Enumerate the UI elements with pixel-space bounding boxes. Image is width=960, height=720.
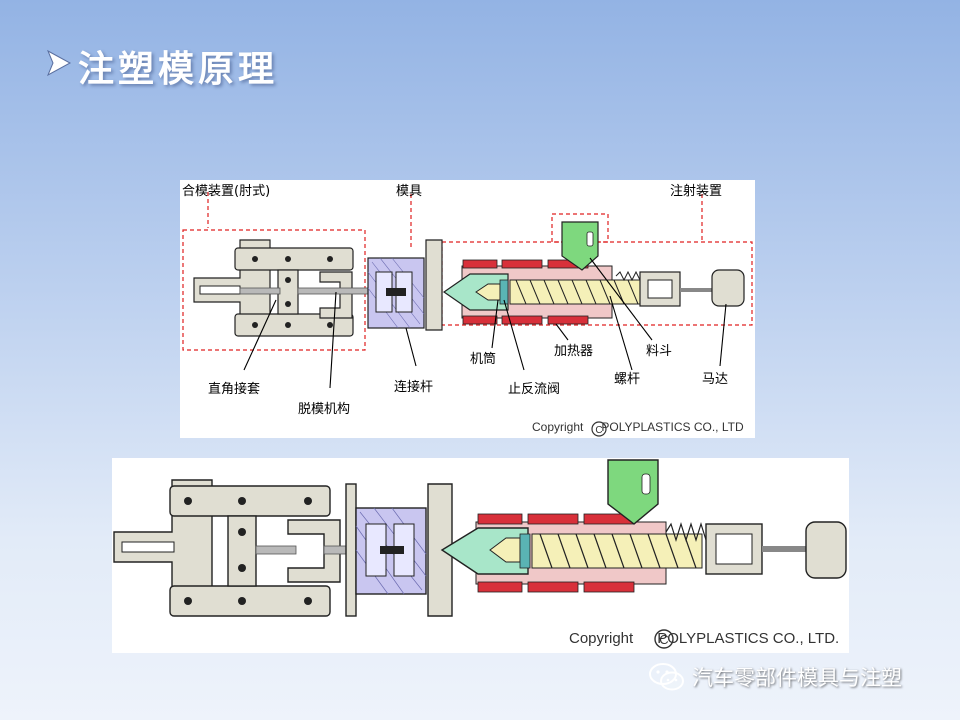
ejector-rod (297, 287, 369, 295)
label-tie-bar: 连接杆 (394, 380, 434, 395)
machine-diagram-top: C (182, 192, 753, 437)
label-ejector: 脱模机构 (298, 402, 351, 417)
machine-diagram-bottom: C (113, 459, 847, 649)
fixed-platen (425, 239, 443, 331)
motor (711, 269, 745, 307)
moving-platen (319, 271, 353, 319)
heater-band-1 (462, 259, 498, 269)
heater-band-2 (501, 259, 543, 269)
slide-title: 注塑模原理 (44, 40, 278, 92)
label-screw: 螺杆 (614, 372, 641, 387)
label-injection-unit: 注射装置 (670, 184, 723, 199)
copyright-prefix: Copyright (569, 630, 634, 647)
unlabeled-diagram-panel: C Copyright POLYPLASTICS CO., LTD. (112, 458, 849, 653)
copyright-mark-bottom (654, 629, 674, 649)
copyright-prefix: Copyright (532, 420, 584, 434)
copyright-bottom: Copyright POLYPLASTICS CO., LTD. (569, 630, 839, 647)
copyright-owner: POLYPLASTICS CO., LTD (601, 420, 744, 434)
label-barrel: 机筒 (470, 352, 497, 367)
watermark-text: 汽车零部件模具与注塑 (692, 666, 902, 690)
watermark: 汽车零部件模具与注塑 (648, 662, 902, 692)
copyright-owner: POLYPLASTICS CO., LTD. (657, 630, 840, 647)
label-check-valve: 止反流阀 (508, 382, 561, 397)
label-toggle-sleeve: 直角接套 (208, 382, 261, 397)
wechat-icon (649, 663, 684, 691)
toggle-sleeve (277, 269, 299, 315)
label-heater: 加热器 (554, 344, 594, 359)
copyright-top: Copyright POLYPLASTICS CO., LTD (532, 420, 744, 434)
copyright-mark-top (591, 421, 607, 437)
fixed-platen (427, 483, 453, 617)
screw (509, 279, 641, 305)
label-mold: 模具 (396, 184, 423, 199)
check-valve (499, 279, 509, 305)
svg-text:C: C (595, 425, 602, 436)
label-clamping-unit: 合模装置(肘式) (182, 184, 271, 199)
labeled-diagram-panel: C 合模装置(肘式) 模具 注射装置 机筒 加热器 料斗 直角接套 脱模机构 连… (180, 180, 755, 438)
label-motor: 马达 (702, 372, 729, 387)
bullet-arrow-icon (44, 45, 74, 87)
slide-title-text: 注塑模原理 (78, 48, 279, 90)
svg-text:C: C (659, 632, 668, 647)
motor (805, 521, 847, 579)
label-hopper: 料斗 (646, 344, 673, 359)
